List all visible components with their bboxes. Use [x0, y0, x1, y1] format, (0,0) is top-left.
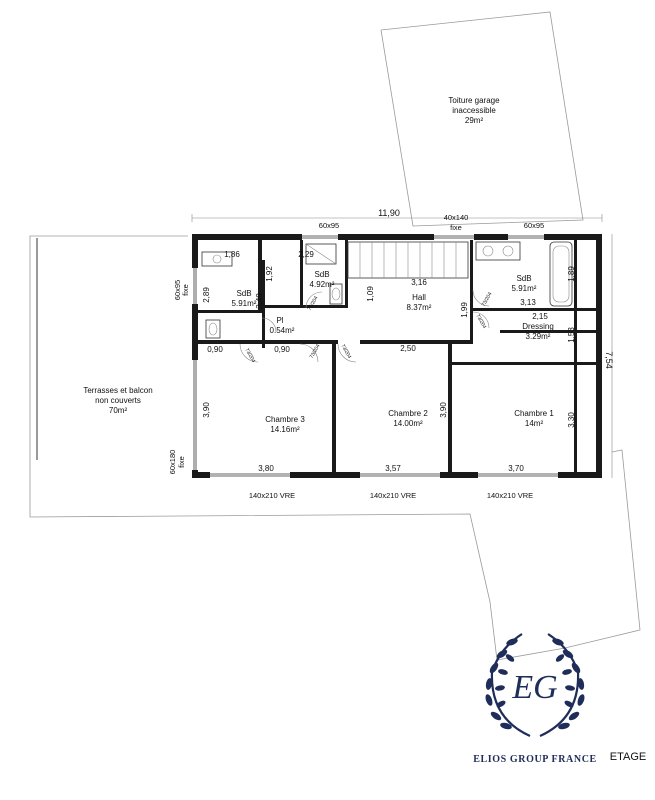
dim-189: 1,89	[567, 266, 576, 282]
terrace-name2: non couverts	[95, 396, 141, 405]
dim-380: 3,80	[258, 464, 274, 473]
chambre1-name: Chambre 1	[514, 409, 554, 418]
logo-company-name: ELIOS GROUP FRANCE	[473, 754, 597, 765]
window-top-left-label: 60x95	[319, 221, 339, 230]
company-logo: EG ELIOS GROUP FRANCE	[473, 633, 597, 765]
dim-153: 1,53	[567, 327, 576, 343]
dim-289: 2,89	[202, 287, 211, 303]
washbasin-left	[201, 251, 233, 267]
chambre3-area: 14.16m²	[270, 425, 300, 434]
window-left-lower-sub: fixe	[177, 456, 186, 468]
roof-outline	[380, 11, 584, 227]
door-tag: 73/204	[481, 291, 494, 307]
window-left-upper-label: 60x95	[173, 280, 182, 300]
door-tag: 73/204	[307, 295, 320, 311]
dim-215: 2,15	[532, 312, 548, 321]
door-swings	[239, 289, 490, 363]
sdb-left-name: SdB	[236, 289, 251, 298]
floor-title: ETAGE	[610, 751, 646, 763]
shower-mid	[305, 243, 337, 265]
dim-090-b: 0,90	[274, 345, 290, 354]
dim-390-b: 3,90	[439, 402, 448, 418]
sdb-mid-name: SdB	[314, 270, 329, 279]
dim-199: 1,99	[460, 302, 469, 318]
sdb-mid-area: 4.92m²	[310, 280, 335, 289]
dim-370: 3,70	[508, 464, 524, 473]
roof-area: 29m²	[465, 116, 484, 125]
laurel-wreath-icon	[485, 633, 585, 738]
terrace-area: 70m²	[109, 406, 128, 415]
sdb-right-area: 5.91m²	[512, 284, 537, 293]
hall-name: Hall	[412, 293, 426, 302]
door-tag: 73/204	[474, 313, 487, 329]
window-openings	[191, 233, 558, 479]
sdb-left-area: 5.91m²	[232, 299, 257, 308]
dim-229: 2,29	[298, 250, 314, 259]
dim-192: 1,92	[265, 266, 274, 282]
terrace-name: Terrasses et balcon	[83, 386, 152, 395]
logo-monogram: EG	[511, 669, 557, 706]
roof-name: Toiture garage	[448, 96, 500, 105]
dim-186: 1,86	[224, 250, 240, 259]
door-tag: 73/204	[339, 343, 352, 359]
overall-width-label: 11,90	[378, 208, 400, 218]
door-tag: 73/204	[243, 347, 256, 363]
chambre1-area: 14m²	[525, 419, 544, 428]
window-left-upper-sub: fixe	[181, 284, 190, 296]
dim-330: 3,30	[567, 412, 576, 428]
bathtub	[549, 241, 573, 307]
dim-109: 1,09	[366, 286, 375, 302]
overall-depth-label: 7,54	[604, 351, 614, 369]
dim-090-a: 0,90	[207, 345, 223, 354]
window-left-lower-label: 60x180	[168, 450, 177, 475]
dim-390-a: 3,90	[202, 402, 211, 418]
bay-2-label: 140x210 VRE	[370, 491, 416, 500]
door-tag: 73/204	[309, 343, 322, 359]
chambre2-area: 14.00m²	[393, 419, 423, 428]
dim-250: 2,50	[400, 344, 416, 353]
dim-357: 3,57	[385, 464, 401, 473]
terrace-outline	[29, 235, 641, 661]
bay-1-label: 140x210 VRE	[249, 491, 295, 500]
sdb-right-name: SdB	[516, 274, 531, 283]
roof-name2: inaccessible	[452, 106, 496, 115]
chambre2-name: Chambre 2	[388, 409, 428, 418]
hall-area: 8.37m²	[407, 303, 432, 312]
placard-area: 0.54m²	[270, 326, 295, 335]
chambre3-name: Chambre 3	[265, 415, 305, 424]
staircase	[347, 241, 469, 279]
dim-316: 3,16	[411, 278, 427, 287]
wc-left	[205, 319, 221, 339]
window-top-right-label: 60x95	[524, 221, 544, 230]
dim-313: 3,13	[520, 298, 536, 307]
placard-name: Pl	[276, 316, 283, 325]
interior-walls	[198, 240, 596, 472]
dressing-name: Dressing	[522, 322, 554, 331]
window-top-center-label: 40x140	[444, 213, 469, 222]
overall-width-dimension	[191, 214, 603, 222]
dim-349: 3,49	[255, 293, 264, 309]
window-top-center-sub: fixe	[450, 223, 462, 232]
washbasins-right	[475, 241, 521, 261]
dressing-area: 3.29m²	[526, 332, 551, 341]
wc-mid	[329, 283, 343, 305]
bay-3-label: 140x210 VRE	[487, 491, 533, 500]
